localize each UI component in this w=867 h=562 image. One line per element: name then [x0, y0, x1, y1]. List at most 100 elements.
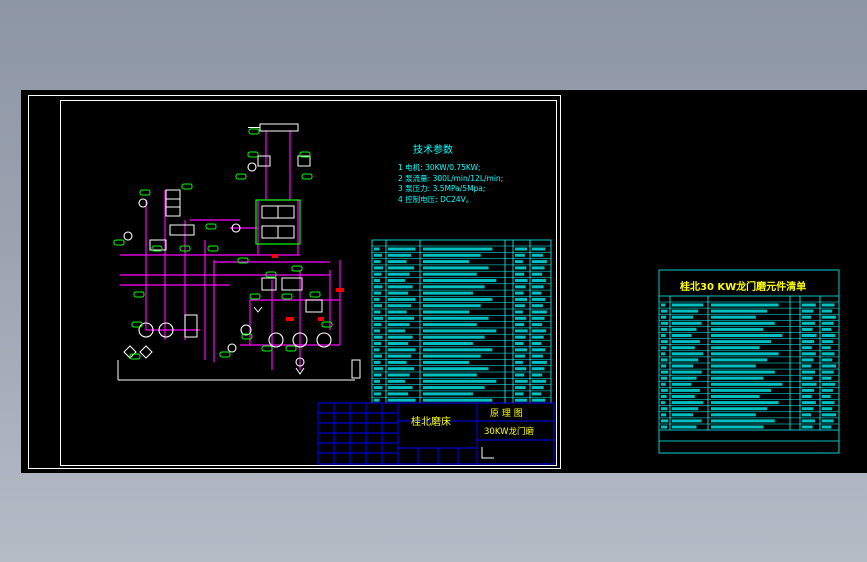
table-cell-glyphs: [423, 348, 493, 352]
table-cell-glyphs: [374, 379, 380, 383]
table-cell-glyphs: [532, 398, 546, 402]
table-cell-glyphs: [661, 425, 667, 429]
table-cell-glyphs: [532, 272, 543, 276]
table-cell-glyphs: [822, 413, 836, 417]
tech-param-number: 2: [398, 173, 403, 183]
table-cell-glyphs: [374, 310, 381, 314]
table-cell-glyphs: [515, 304, 525, 308]
table-cell-glyphs: [661, 303, 666, 307]
table-cell-glyphs: [423, 310, 469, 314]
table-cell-glyphs: [661, 352, 666, 356]
table-cell-glyphs: [515, 342, 524, 345]
table-cell-glyphs: [374, 373, 382, 377]
table-cell-glyphs: [672, 340, 700, 344]
table-cell-glyphs: [423, 247, 493, 251]
table-cell-glyphs: [388, 253, 412, 257]
table-cell-glyphs: [802, 340, 815, 344]
table-cell-glyphs: [661, 315, 667, 319]
table-cell-glyphs: [822, 419, 834, 423]
table-cell-glyphs: [388, 304, 412, 308]
table-cell-glyphs: [374, 342, 381, 345]
table-cell-glyphs: [515, 335, 526, 339]
table-cell-glyphs: [388, 342, 409, 345]
table-cell-glyphs: [374, 279, 380, 282]
table-cell-glyphs: [388, 386, 413, 390]
tech-param-value: 300L/min/12L/min;: [432, 173, 504, 183]
table-cell-glyphs: [711, 340, 771, 344]
table-cell-glyphs: [423, 329, 497, 333]
table-cell-glyphs: [515, 392, 524, 396]
table-cell-glyphs: [532, 348, 546, 352]
table-cell-glyphs: [374, 266, 383, 270]
table-cell-glyphs: [672, 413, 694, 417]
table-cell-glyphs: [374, 247, 380, 251]
table-cell-glyphs: [802, 303, 816, 307]
table-cell-glyphs: [515, 379, 528, 383]
table-cell-glyphs: [515, 279, 528, 282]
drawing-type: 原 理 图: [490, 409, 523, 419]
table-cell-glyphs: [388, 291, 409, 295]
table-cell-glyphs: [532, 247, 546, 251]
table-cell-glyphs: [711, 315, 756, 319]
table-cell-glyphs: [515, 247, 527, 251]
table-cell-glyphs: [423, 398, 493, 402]
table-cell-glyphs: [711, 425, 764, 429]
table-cell-glyphs: [802, 321, 815, 325]
table-cell-glyphs: [822, 370, 834, 374]
tech-params-list: 1 电机: 30KW/0.75KW; 2 泵流量: 300L/min/12L/m…: [398, 163, 503, 205]
table-cell-glyphs: [423, 285, 485, 289]
table-cell-glyphs: [515, 272, 525, 276]
tech-param-label: 泵流量: [405, 173, 428, 183]
table-cell-glyphs: [822, 303, 835, 307]
table-cell-glyphs: [672, 309, 699, 313]
table-cell-glyphs: [388, 247, 416, 251]
table-cell-glyphs: [672, 401, 704, 405]
tech-param-label: 泵压力: [405, 184, 428, 193]
table-cell-glyphs: [711, 370, 775, 374]
table-cell-glyphs: [515, 285, 526, 289]
table-cell-glyphs: [374, 360, 381, 364]
table-cell-glyphs: [388, 260, 407, 264]
tech-param-value: 30KW/0.75KW;: [425, 163, 481, 172]
table-cell-glyphs: [423, 272, 477, 276]
table-cell-glyphs: [388, 354, 412, 358]
table-cell-glyphs: [388, 379, 406, 383]
table-cell-glyphs: [515, 260, 523, 264]
table-cell-glyphs: [388, 297, 416, 301]
table-cell-glyphs: [388, 316, 415, 320]
table-cell-glyphs: [388, 398, 416, 402]
table-cell-glyphs: [661, 334, 666, 337]
table-cell-glyphs: [515, 386, 526, 390]
table-cell-glyphs: [423, 304, 481, 308]
table-cell-glyphs: [711, 413, 756, 417]
table-cell-glyphs: [532, 316, 545, 320]
table-cell-glyphs: [388, 310, 407, 314]
table-cell-glyphs: [711, 364, 756, 368]
table-cell-glyphs: [374, 398, 380, 402]
table-cell-glyphs: [423, 392, 473, 396]
table-cell-glyphs: [711, 321, 775, 325]
table-cell-glyphs: [423, 354, 481, 358]
table-cell-glyphs: [374, 291, 381, 295]
table-cell-glyphs: [661, 358, 668, 362]
table-cell-glyphs: [822, 309, 833, 313]
table-cell-glyphs: [388, 335, 413, 339]
product-name: 30KW龙门磨: [484, 427, 534, 437]
table-cell-glyphs: [661, 321, 669, 325]
table-cell-glyphs: [388, 323, 410, 327]
table-cell-glyphs: [388, 285, 413, 289]
table-cell-glyphs: [661, 382, 666, 386]
table-cell-glyphs: [515, 373, 525, 377]
table-cell-glyphs: [532, 297, 546, 301]
table-cell-glyphs: [423, 279, 497, 282]
table-cell-glyphs: [672, 370, 702, 374]
table-cell-glyphs: [661, 376, 667, 380]
table-cell-glyphs: [374, 304, 382, 308]
drawing-inner-frame: [60, 100, 557, 466]
table-cell-glyphs: [388, 279, 406, 282]
table-cell-glyphs: [532, 260, 547, 264]
table-cell-glyphs: [374, 297, 380, 301]
table-cell-glyphs: [822, 321, 834, 325]
table-cell-glyphs: [515, 367, 527, 371]
table-cell-glyphs: [661, 364, 667, 368]
